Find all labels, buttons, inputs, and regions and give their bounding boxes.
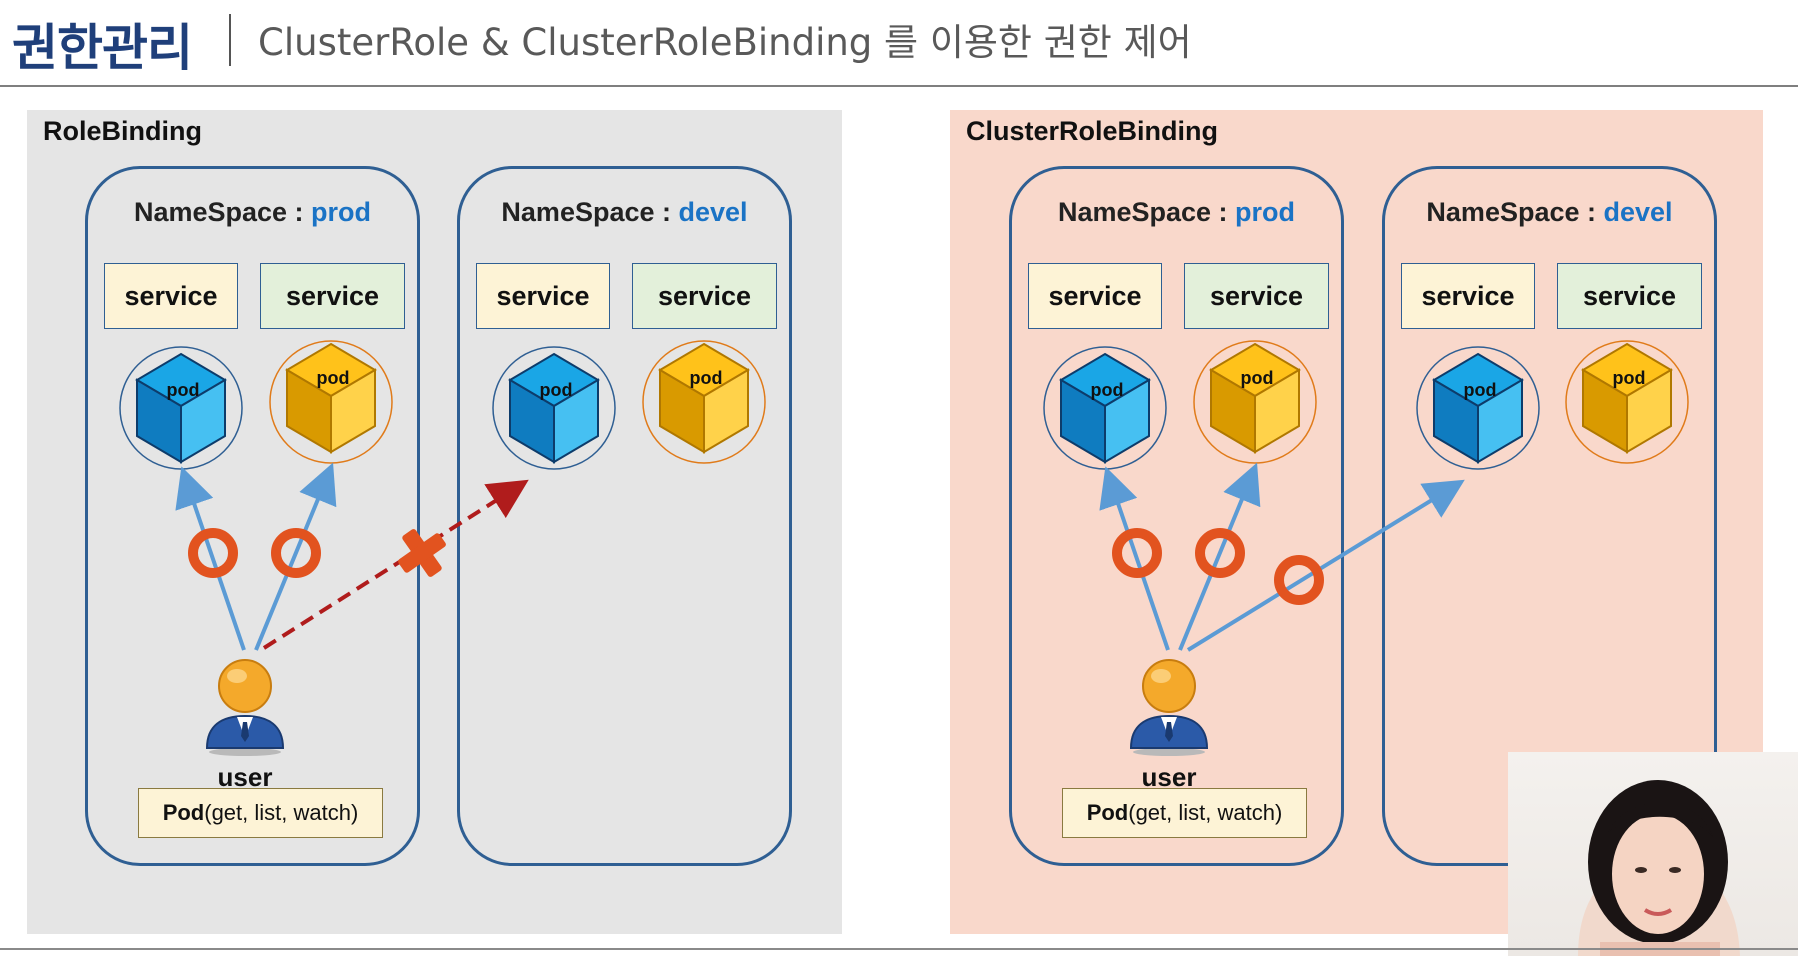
pod-label: pod — [1091, 380, 1124, 400]
pod-label: pod — [1613, 368, 1646, 388]
pod-label: pod — [317, 368, 350, 388]
pod-label: pod — [1464, 380, 1497, 400]
namespace-prefix: NameSpace : — [1426, 197, 1604, 227]
page-title: 권한관리 — [12, 19, 193, 77]
service-box: service — [632, 263, 777, 329]
pod-label: pod — [1241, 368, 1274, 388]
namespace-prefix: NameSpace : — [1057, 197, 1236, 227]
user-icon — [203, 656, 287, 756]
presenter-webcam — [1508, 752, 1798, 956]
yellow-pod-cube-icon: pod — [1563, 338, 1691, 466]
yellow-pod-cube-icon: pod — [1191, 338, 1319, 466]
permission-box: Pod(get, list, watch) — [138, 788, 383, 838]
service-box: service — [1557, 263, 1702, 329]
presenter-image — [1578, 780, 1740, 956]
user-figure: user — [190, 656, 300, 796]
namespace-devel: NameSpace : devel service service — [457, 166, 792, 866]
namespace-label: NameSpace : prod — [88, 197, 417, 228]
permission-box: Pod(get, list, watch) — [1062, 788, 1307, 838]
header: 권한관리 ClusterRole & ClusterRoleBinding 를 … — [0, 0, 1798, 87]
yellow-pod-cube-icon: pod — [640, 338, 768, 466]
header-divider — [229, 14, 231, 66]
pod-label: pod — [167, 380, 200, 400]
blue-pod-cube-icon: pod — [1414, 344, 1542, 472]
blue-pod-cube-icon: pod — [1041, 344, 1169, 472]
user-label: user — [217, 762, 273, 792]
namespace-label: NameSpace : devel — [460, 197, 789, 228]
namespace-name: prod — [1235, 197, 1296, 227]
namespace-prefix: NameSpace : — [501, 197, 679, 227]
yellow-pod-cube-icon: pod — [267, 338, 395, 466]
blue-pod-cube-icon: pod — [117, 344, 245, 472]
service-box: service — [476, 263, 610, 329]
namespace-name: devel — [678, 197, 748, 227]
permission-resource: Pod — [162, 800, 205, 825]
namespace-prod: NameSpace : prod service service — [85, 166, 420, 866]
footer-rule — [0, 948, 1798, 950]
service-box: service — [104, 263, 238, 329]
user-icon — [1127, 656, 1211, 756]
user-figure: user — [1114, 656, 1224, 796]
page-subtitle: ClusterRole & ClusterRoleBinding 를 이용한 권… — [258, 21, 1192, 64]
service-box: service — [260, 263, 405, 329]
header-rule — [0, 85, 1798, 87]
service-box: service — [1184, 263, 1329, 329]
namespace-name: devel — [1603, 197, 1673, 227]
namespace-prefix: NameSpace : — [133, 197, 312, 227]
permission-verbs: (get, list, watch) — [1128, 800, 1283, 825]
pod-label: pod — [690, 368, 723, 388]
blue-pod-cube-icon: pod — [490, 344, 618, 472]
namespace-label: NameSpace : devel — [1385, 197, 1714, 228]
panel-title: ClusterRoleBinding — [966, 116, 1219, 146]
service-box: service — [1028, 263, 1162, 329]
user-label: user — [1141, 762, 1197, 792]
namespace-label: NameSpace : prod — [1012, 197, 1341, 228]
service-box: service — [1401, 263, 1535, 329]
pod-label: pod — [540, 380, 573, 400]
namespace-name: prod — [311, 197, 372, 227]
panel-title: RoleBinding — [43, 116, 202, 146]
permission-verbs: (get, list, watch) — [204, 800, 359, 825]
permission-resource: Pod — [1086, 800, 1129, 825]
